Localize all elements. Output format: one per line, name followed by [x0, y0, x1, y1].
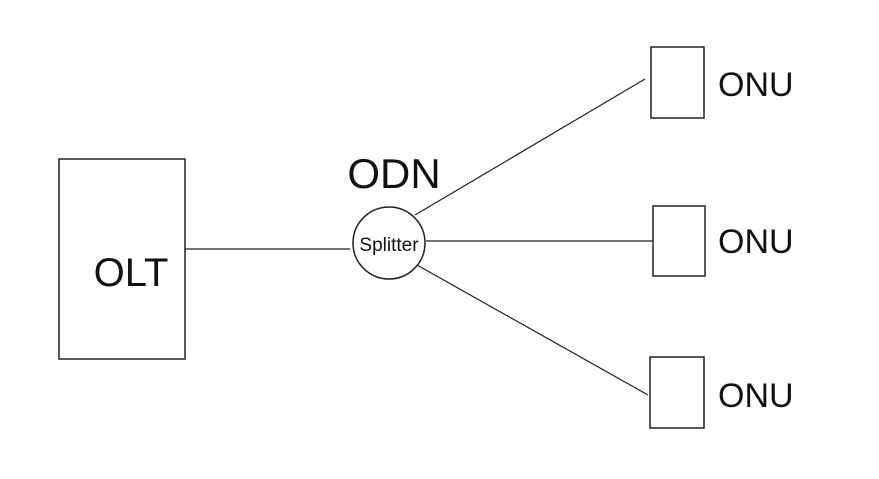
onu-box	[652, 205, 706, 277]
olt-box	[58, 158, 186, 360]
olt-node: OLT	[58, 158, 186, 360]
odn-label: ODN	[347, 150, 440, 197]
splitter-circle	[352, 206, 426, 280]
onu-node: ONU	[652, 205, 794, 277]
onu-node: ONU	[649, 356, 794, 429]
splitter-onu-1-link	[414, 78, 646, 216]
onu-label: ONU	[718, 377, 794, 415]
onu-label: ONU	[718, 66, 794, 104]
onu-node: ONU	[650, 46, 794, 119]
olt-label: OLT	[94, 251, 169, 295]
onu-label: ONU	[718, 223, 794, 261]
splitter-node: Splitter	[352, 206, 426, 280]
splitter-onu-3-link	[416, 264, 649, 396]
onu-box	[649, 356, 705, 429]
onu-box	[650, 46, 705, 119]
splitter-label: Splitter	[359, 235, 419, 256]
